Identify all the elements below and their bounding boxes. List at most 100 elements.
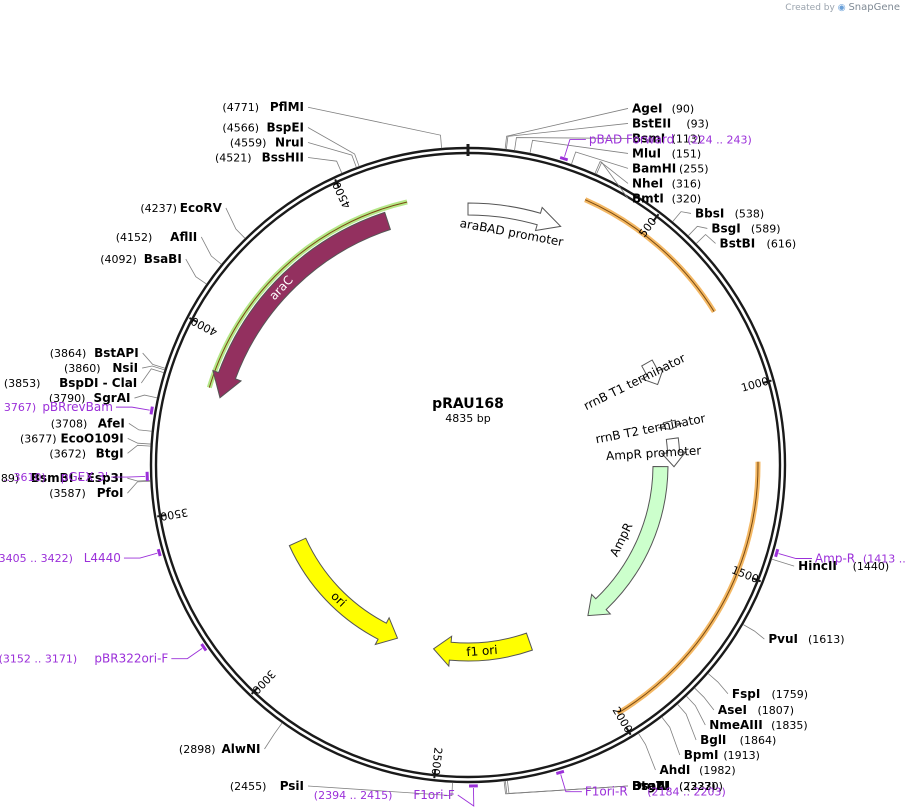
enzyme-nrui[interactable]: NruI(4559) (230, 135, 357, 168)
enzyme-bmti[interactable]: BmtI(320) (596, 161, 701, 205)
enzyme-leader-line (307, 142, 357, 168)
enzyme-leader-line (594, 160, 629, 184)
enzyme-ahdi[interactable]: AhdI(1982) (638, 733, 736, 777)
feature-ampr-promoter[interactable]: AmpR promoter (606, 437, 702, 468)
enzyme-name: NruI (275, 135, 304, 149)
enzyme-position: (93) (686, 117, 709, 130)
feature-arrow-arac[interactable] (212, 211, 391, 399)
enzyme-pfoi[interactable]: PfoI(3587) (49, 480, 151, 500)
feature-rrnb-t1-terminator[interactable]: rrnB T1 terminator (581, 351, 687, 413)
enzyme-mlui[interactable]: MluI(151) (529, 139, 701, 160)
enzyme-name: BsgI (711, 221, 740, 235)
enzyme-bstbi[interactable]: BstBI(616) (695, 233, 796, 251)
enzyme-name: BamHI (632, 161, 676, 175)
feature-arrow-arabad-promoter[interactable] (467, 202, 562, 232)
feature-rrnb-t2-terminator[interactable]: rrnB T2 terminator (594, 411, 706, 446)
enzyme-name: AhdI (659, 763, 690, 777)
feature-ampr[interactable]: AmpR (587, 465, 669, 617)
enzyme-bamhi[interactable]: BamHI(255) (571, 151, 709, 175)
enzyme-pflmi[interactable]: PflMI(4771) (222, 100, 442, 149)
enzyme-ecorv[interactable]: EcoRV(4237) (140, 201, 246, 239)
enzyme-draiii[interactable]: DraIII(2330) (503, 779, 723, 795)
enzyme-position: (3860) (64, 362, 101, 375)
enzyme-bsteii[interactable]: BstEII(93) (505, 116, 709, 150)
enzyme-bsshii[interactable]: BssHII(4521) (215, 150, 343, 174)
enzyme-fspi[interactable]: FspI(1759) (707, 673, 808, 701)
enzyme-leader-line (127, 437, 151, 445)
primer-pbrrevbam[interactable]: pBRrevBam(3748 .. 3767) (0, 400, 154, 415)
enzyme-position: (4237) (140, 202, 177, 215)
enzyme-bbsi[interactable]: BbsI(538) (672, 206, 765, 222)
enzyme-bsaai[interactable]: BsaAI(2327) (504, 779, 716, 795)
feature-f1-ori[interactable]: f1 ori (432, 632, 534, 668)
primer-pbr322ori-f[interactable]: pBR322ori-F(3152 .. 3171) (0, 643, 208, 666)
primer-f1ori-r[interactable]: F1ori-R(2184 .. 2203) (555, 769, 726, 799)
enzyme-position: (2898) (179, 743, 216, 756)
enzyme-bspdi-clai[interactable]: BspDI - ClaI(3853) (4, 368, 164, 390)
enzyme-psii[interactable]: PsiI(2455) (230, 779, 453, 797)
primer-f1ori-f[interactable]: F1ori-F(2394 .. 2415) (314, 784, 478, 807)
enzyme-btgi[interactable]: BtgI(3672) (49, 444, 151, 460)
enzyme-position: (255) (679, 162, 709, 175)
feature-arrow-ampr[interactable] (587, 465, 669, 617)
enzyme-position: (113) (672, 132, 702, 145)
enzyme-name: AseI (718, 703, 747, 717)
tick-label: 2500 (429, 747, 445, 776)
primer-leader-line (560, 774, 582, 793)
enzyme-bsgi[interactable]: BsgI (589) (688, 221, 781, 236)
enzyme-name: HincII (798, 559, 837, 573)
primer-amp-r[interactable]: Amp-R(1413 .. 1432) (774, 548, 906, 566)
primer-l4440[interactable]: L4440(3405 .. 3422) (0, 548, 162, 565)
primer-pgex-3[interactable]: pGEX 3'(3588 .. 3610) (0, 470, 149, 484)
enzyme-agei[interactable]: AgeI(90) (504, 101, 694, 150)
enzyme-name: AgeI (632, 101, 662, 115)
enzyme-name: AflII (170, 230, 197, 244)
enzyme-leader-line (504, 108, 629, 150)
enzyme-nmeaiii[interactable]: NmeAIII(1835) (686, 695, 808, 732)
enzyme-position: (4771) (222, 101, 259, 114)
enzyme-position: (3677) (20, 432, 57, 445)
primer-range: (3748 .. 3767) (0, 401, 36, 414)
backbone-inner-ring (154, 151, 782, 779)
enzyme-afei[interactable]: AfeI(3708) (51, 416, 152, 432)
enzyme-nsii[interactable]: NsiI(3860) (64, 361, 165, 375)
enzyme-bgli[interactable]: BglI(1864) (677, 703, 777, 747)
enzyme-bspei[interactable]: BspEI(4566) (222, 120, 360, 167)
enzyme-position: (4566) (222, 121, 259, 134)
feature-arrow-rrnb-t2-terminator[interactable] (658, 419, 683, 430)
enzyme-bsmbi-esp3i[interactable]: BsmBI - Esp3I(3589) (0, 471, 151, 485)
enzyme-leader-line (140, 368, 164, 384)
feature-arac[interactable]: araC (212, 211, 391, 399)
feature-arrow-f1-ori[interactable] (432, 632, 534, 668)
feature-arrow-ori[interactable] (288, 537, 399, 646)
enzyme-name: BsmI (632, 131, 665, 145)
enzyme-position: (3587) (49, 487, 86, 500)
primer-range: (1413 .. 1432) (863, 553, 906, 566)
enzyme-hincii[interactable]: HincII(1440) (771, 558, 889, 573)
enzyme-bpmi[interactable]: BpmI(1913) (661, 716, 760, 762)
enzyme-name: BtgI (96, 446, 124, 460)
enzyme-pvui[interactable]: PvuI(1613) (742, 624, 845, 646)
backbone-outer-ring (149, 146, 787, 784)
enzyme-sites-layer: AgeI(90)BstEII(93)BsmI (113)MluI(151)BamH… (0, 100, 889, 797)
enzyme-name: PvuI (768, 632, 798, 646)
feature-ori[interactable]: ori (288, 537, 399, 646)
enzyme-leader-line (694, 687, 715, 711)
enzyme-asei[interactable]: AseI(1807) (694, 687, 794, 717)
primer-pbad-forward[interactable]: pBAD Forward(224 .. 243) (559, 133, 752, 162)
features-layer: araC araBAD promoter rrnB T1 terminatorrrn… (212, 202, 707, 668)
enzyme-aflii[interactable]: AflII(4152) (116, 230, 222, 265)
enzyme-bsabi[interactable]: BsaBI(4092) (100, 252, 207, 285)
enzyme-position: (3790) (49, 392, 86, 405)
enzyme-sgrai[interactable]: SgrAI(3790) (49, 391, 158, 405)
enzyme-nhei[interactable]: NheI(316) (594, 160, 701, 191)
feature-arrow-ampr-promoter[interactable] (660, 437, 687, 468)
enzyme-ecoo109i[interactable]: EcoO109I(3677) (20, 431, 151, 445)
feature-arabad-promoter[interactable]: araBAD promoter (459, 202, 565, 249)
enzyme-position: (589) (751, 222, 781, 235)
feature-arrow-rrnb-t1-terminator[interactable] (640, 359, 665, 386)
enzyme-name: EcoO109I (60, 431, 123, 445)
enzyme-alwni[interactable]: AlwNI(2898) (179, 722, 283, 756)
enzyme-bsmi[interactable]: BsmI (113) (514, 131, 702, 151)
enzyme-bstapi[interactable]: BstAPI(3864) (50, 346, 166, 369)
